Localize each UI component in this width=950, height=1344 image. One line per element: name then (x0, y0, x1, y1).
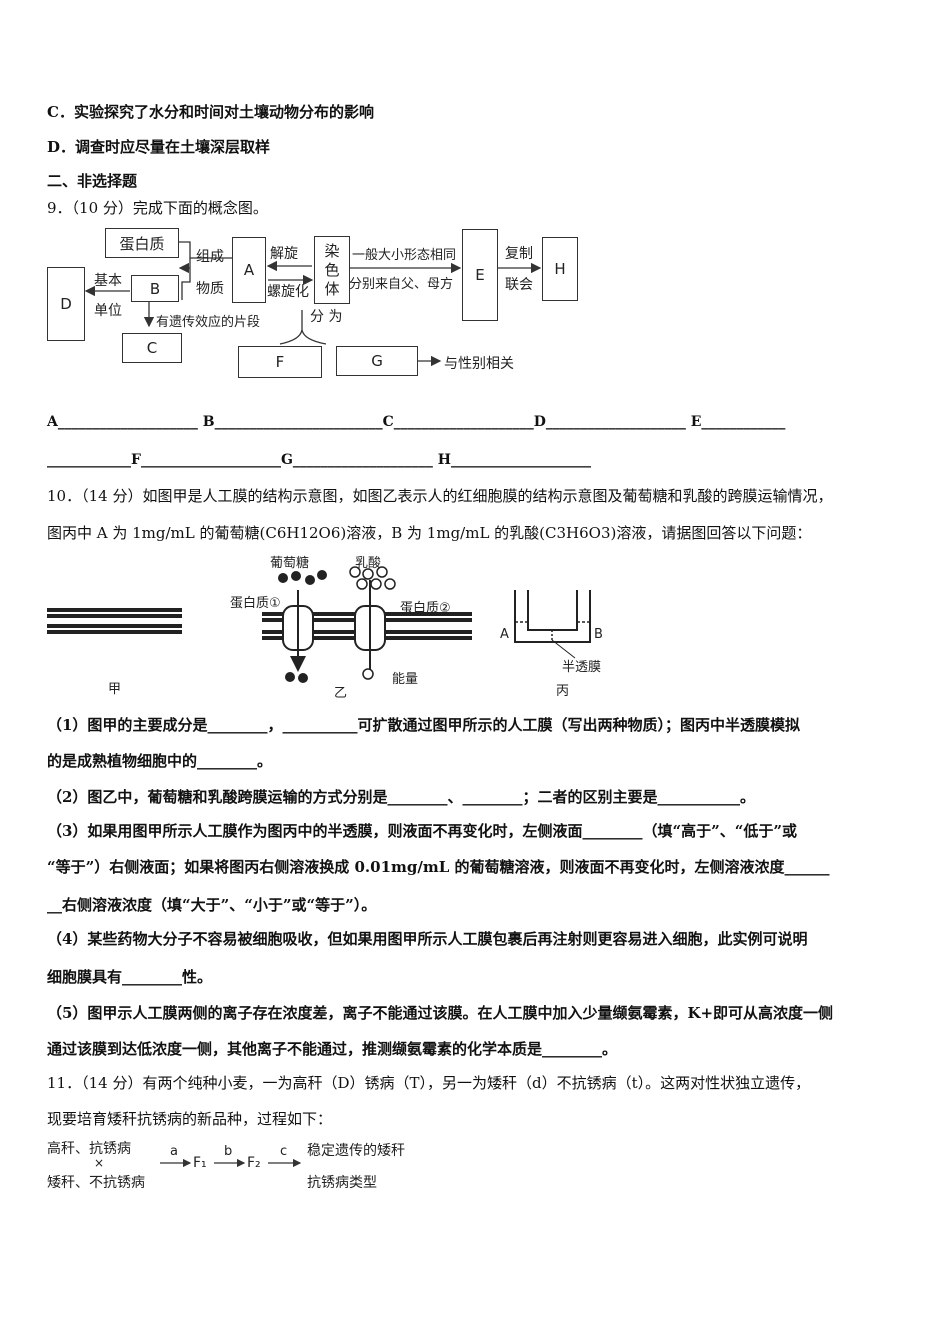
result-line-1: 稳定遗传的矮秆 (307, 1143, 405, 1159)
chromosome-char-3: 体 (324, 279, 340, 298)
label-zucheng: 组成 (196, 249, 224, 265)
label-semipermeable: 半透膜 (562, 660, 602, 675)
q10-p5b: 通过该膜到达低浓度一侧，其他离子不能通过，推测缬氨霉素的化学本质是_______… (47, 1040, 618, 1058)
label-fenwei: 分 为 (310, 309, 343, 325)
parent-1: 高秆、抗锈病 (47, 1141, 131, 1157)
membrane-figure: 葡萄糖 乳酸 蛋白质① 蛋白质② 能量 A B 半透膜 甲 乙 丙 (0, 550, 950, 701)
step-a: a (170, 1144, 178, 1159)
label-yiban: 一般大小形态相同 (352, 248, 457, 263)
q10-p4a: （4）某些药物大分子不容易被细胞吸收，但如果用图甲所示人工膜包裹后再注射则更容易… (47, 930, 808, 948)
box-h: H (542, 237, 578, 301)
q9-stem: 9．（10 分）完成下面的概念图。 (47, 199, 268, 217)
q10-p5a: （5）图甲示人工膜两侧的离子存在浓度差，离子不能通过该膜。在人工膜中加入少量缬氨… (47, 1004, 834, 1022)
label-protein-2: 蛋白质② (400, 601, 451, 616)
chromosome-char-2: 色 (324, 260, 340, 279)
breeding-arrows (160, 1158, 302, 1168)
parent-2: 矮秆、不抗锈病 (47, 1175, 145, 1191)
box-d: D (47, 267, 85, 341)
label-youyichuan: 有遗传效应的片段 (156, 315, 261, 330)
q10-p1a: （1）图甲的主要成分是________，__________可扩散通过图甲所示的… (47, 716, 800, 734)
box-f: F (238, 346, 322, 378)
q9-answer-line-1: A____________________ B_________________… (47, 414, 786, 430)
q10-p3b: “等于”）右侧液面；如果将图丙右侧溶液换成 0.01mg/mL 的葡萄糖溶液，则… (47, 858, 830, 876)
label-energy: 能量 (392, 672, 419, 687)
cross-symbol: × (94, 1156, 105, 1170)
label-fenbie: 分别来自父、母方 (349, 277, 454, 292)
box-chromosome: 染 色 体 (314, 236, 350, 304)
concept-map-lines (84, 241, 542, 367)
label-protein-1: 蛋白质① (230, 596, 281, 611)
concept-map: 蛋白质 组成 物质 A 解旋 螺旋化 染 色 体 一般大小形态相同 分别来自父、… (0, 0, 950, 400)
f2: F₂ (247, 1155, 261, 1171)
q10-p2: （2）图乙中，葡萄糖和乳酸跨膜运输的方式分别是________、________… (47, 788, 755, 806)
section-title: 二、非选择题 (47, 172, 138, 190)
q10-p1b: 的是成熟植物细胞中的________。 (47, 752, 273, 770)
label-lactate: 乳酸 (355, 556, 382, 571)
caption-jia: 甲 (108, 682, 122, 697)
label-luoxuanhua: 螺旋化 (267, 284, 309, 300)
label-jiexuan: 解旋 (270, 246, 298, 262)
label-danwei: 单位 (94, 303, 122, 319)
membrane-drawing (47, 566, 591, 683)
q10-p3a: （3）如果用图甲所示人工膜作为图丙中的半透膜，则液面不再变化时，左侧液面____… (47, 822, 797, 840)
label-wuzhi: 物质 (196, 281, 224, 297)
box-c: C (122, 333, 182, 363)
label-jiben: 基本 (94, 273, 122, 289)
q10-stem-2: 图丙中 A 为 1mg/mL 的葡萄糖(C6H12O6)溶液，B 为 1mg/m… (47, 524, 812, 542)
q10-stem-1: 10．（14 分）如图甲是人工膜的结构示意图，如图乙表示人的红细胞膜的结构示意图… (47, 487, 833, 505)
q10-p4b: 细胞膜具有________性。 (47, 968, 213, 986)
box-e: E (462, 229, 498, 321)
f1: F₁ (193, 1155, 207, 1171)
q11-stem-2: 现要培育矮秆抗锈病的新品种，过程如下： (47, 1110, 333, 1128)
breeding-flow: 高秆、抗锈病 × 矮秆、不抗锈病 a F₁ b F₂ c 稳定遗传的矮秆 抗锈病… (0, 1130, 950, 1200)
label-glucose: 葡萄糖 (270, 556, 310, 571)
box-b: B (131, 275, 179, 302)
box-a: A (232, 237, 266, 303)
q11-stem-1: 11．（14 分）有两个纯种小麦，一为高秆（D）锈病（T），另一为矮秆（d）不抗… (47, 1074, 811, 1092)
q10-p3c: __右侧溶液浓度（填“大于”、“小于”或“等于”）。 (47, 896, 377, 914)
label-a: A (500, 627, 509, 642)
step-b: b (224, 1144, 233, 1159)
label-b: B (594, 627, 603, 642)
caption-yi: 乙 (334, 686, 348, 701)
box-protein: 蛋白质 (105, 228, 179, 258)
label-lianhui: 联会 (505, 277, 533, 293)
label-xingbie: 与性别相关 (444, 356, 514, 372)
option-c: C．实验探究了水分和时间对土壤动物分布的影响 (47, 103, 374, 121)
q9-answer-line-2: ____________F____________________G______… (47, 452, 591, 468)
option-d: D．调查时应尽量在土壤深层取样 (47, 138, 271, 156)
box-g: G (336, 346, 418, 376)
result-line-2: 抗锈病类型 (307, 1175, 377, 1191)
label-fuzhi: 复制 (505, 246, 533, 262)
caption-bing: 丙 (556, 684, 570, 699)
chromosome-char-1: 染 (324, 241, 340, 260)
step-c: c (280, 1144, 288, 1159)
